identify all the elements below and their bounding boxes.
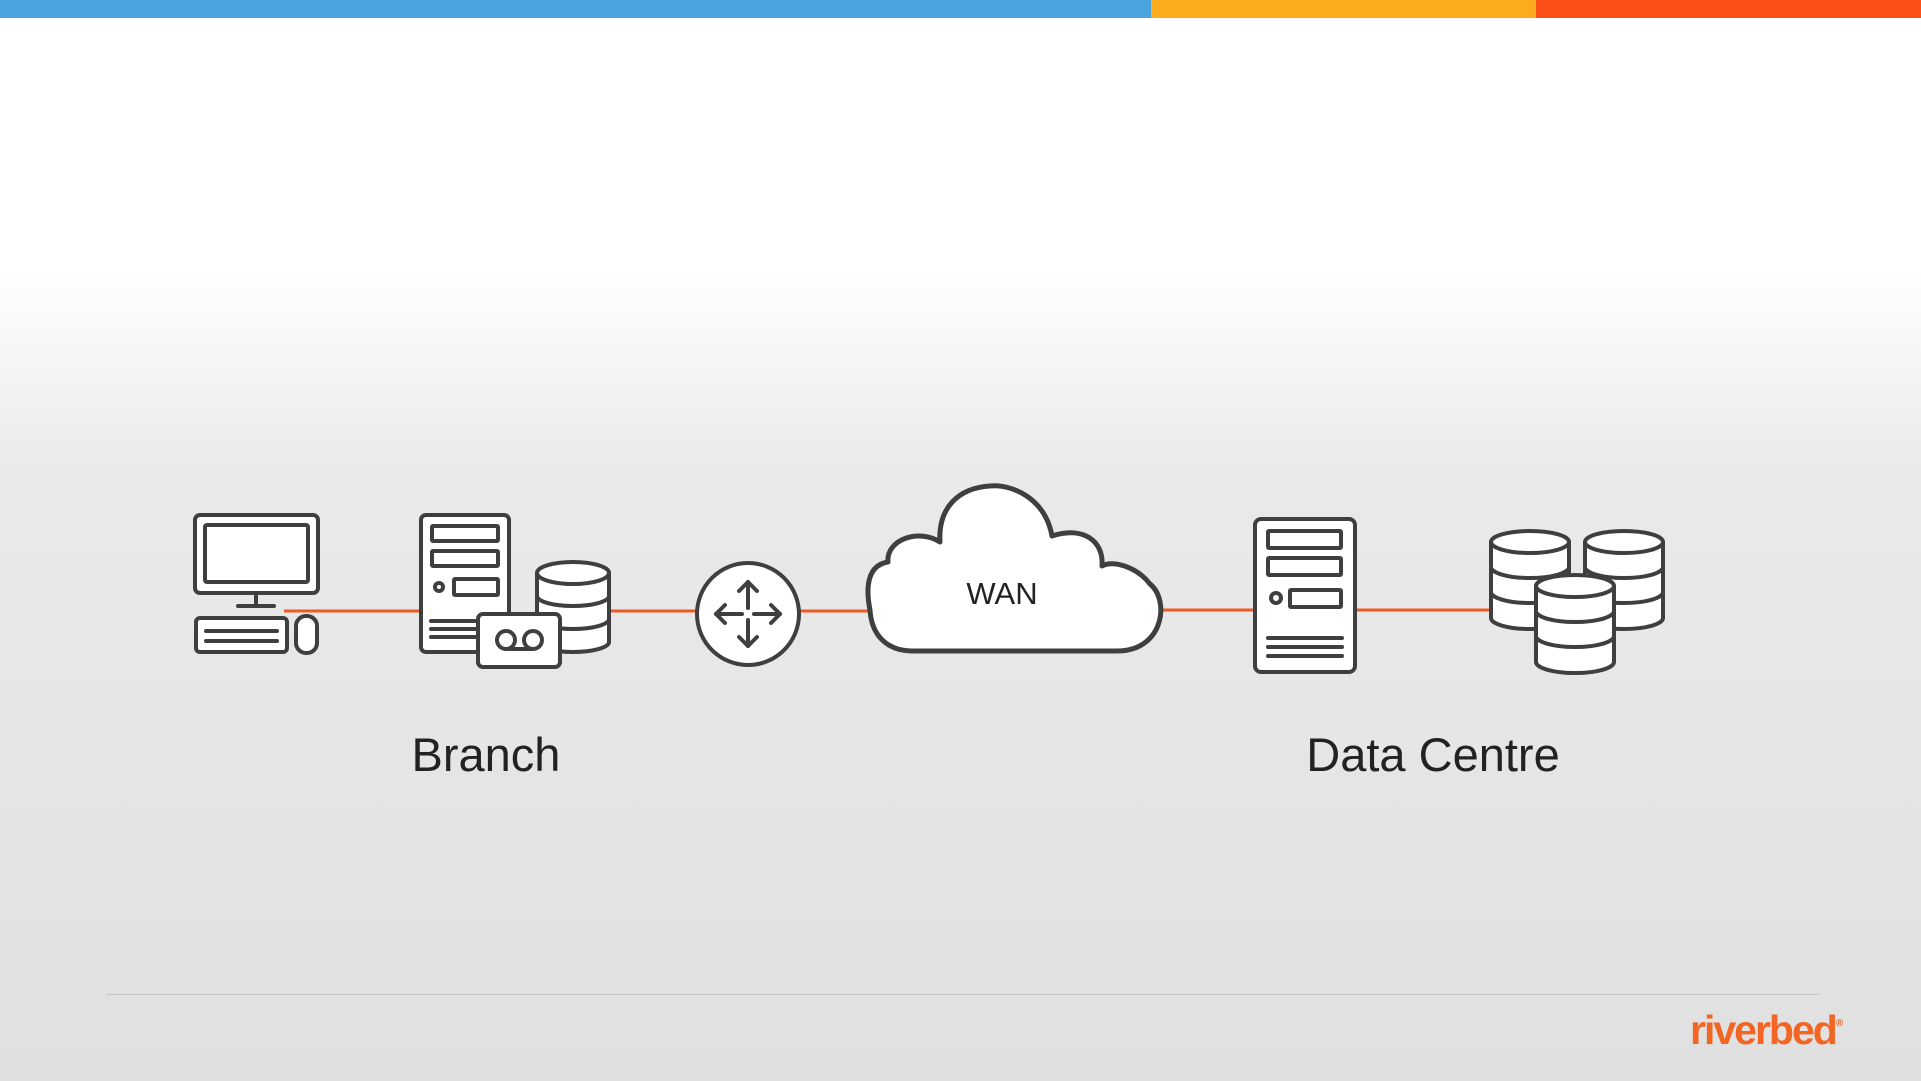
logo-registered-mark: ®: [1836, 1018, 1843, 1029]
branch-label: Branch: [412, 728, 561, 781]
riverbed-logo: riverbed®: [1690, 1004, 1822, 1056]
wan-cloud-icon: [868, 486, 1161, 651]
datacentre-database-front-icon: [1536, 575, 1614, 673]
router-icon: [697, 563, 799, 665]
footer-divider: [106, 994, 1820, 995]
desktop-computer-icon: [195, 515, 318, 653]
datacentre-server-icon: [1255, 519, 1355, 672]
logo-text: riverbed: [1690, 1007, 1836, 1053]
tape-drive-icon: [478, 614, 560, 667]
datacentre-label: Data Centre: [1306, 728, 1559, 781]
wan-label: WAN: [966, 576, 1037, 611]
